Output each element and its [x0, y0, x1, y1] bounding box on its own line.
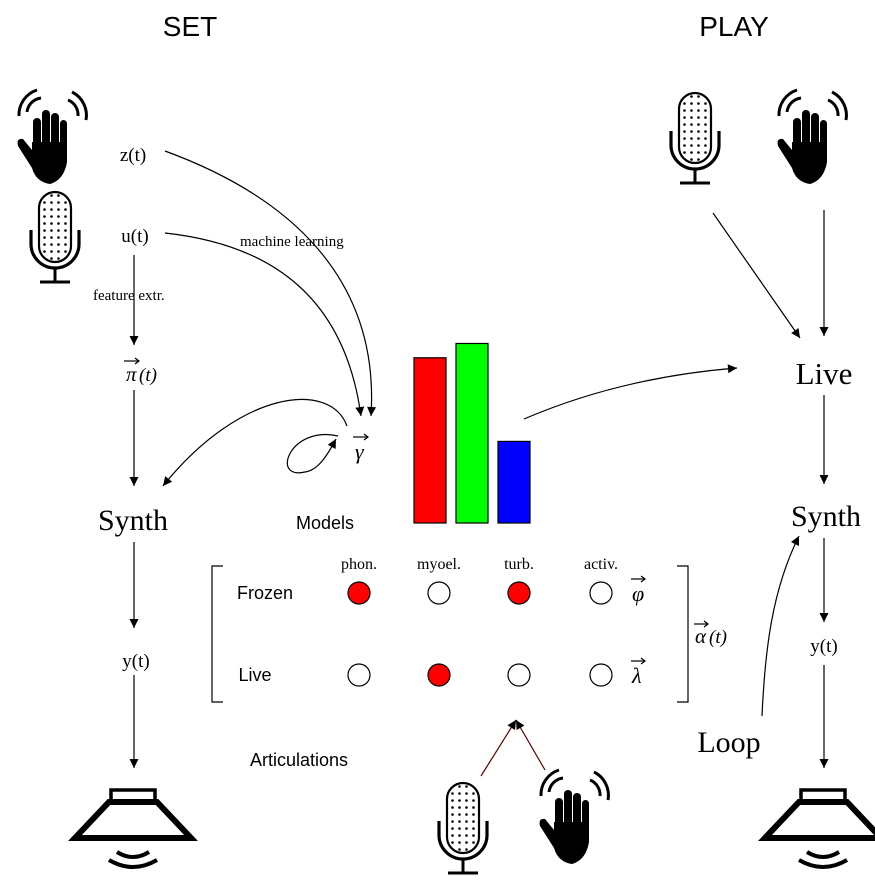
- svg-text:α: α: [695, 624, 707, 648]
- set-header: SET: [163, 11, 217, 42]
- play-flow-arrows: [712, 210, 829, 768]
- set-flow-arrows: [129, 150, 377, 768]
- machine-learning-label: machine learning: [240, 234, 344, 250]
- model-bar: [455, 342, 489, 524]
- articulation-toggle[interactable]: [507, 663, 531, 687]
- svg-text:(t): (t): [139, 365, 157, 386]
- articulation-vector-symbol: φ: [632, 581, 644, 606]
- microphone-icon: [29, 190, 81, 284]
- play-speaker-icon: [765, 790, 875, 867]
- svg-text:π: π: [126, 362, 137, 386]
- articulation-toggle[interactable]: [347, 581, 371, 605]
- play-hand-gesture-icon: [776, 88, 848, 186]
- set-y-output-label: y(t): [122, 651, 149, 672]
- articulation-toggle[interactable]: [589, 663, 613, 687]
- play-y-output-label: y(t): [810, 636, 837, 657]
- articulation-column-header: phon.: [341, 556, 377, 573]
- set-speaker-icon: [75, 790, 191, 867]
- set-synth-label: Synth: [98, 504, 168, 537]
- articulation-column-header: myoel.: [417, 556, 461, 573]
- play-synth-label: Synth: [791, 500, 861, 533]
- alpha-label: α (t): [694, 620, 727, 648]
- gamma-model-label: γ: [353, 433, 369, 464]
- articulation-toggle[interactable]: [427, 663, 451, 687]
- play-live-label: Live: [796, 356, 853, 391]
- bottom-microphone-icon: [437, 781, 489, 875]
- articulations-label: Articulations: [250, 750, 348, 770]
- matrix-left-bracket: [211, 565, 223, 703]
- articulation-toggle[interactable]: [347, 663, 371, 687]
- pi-feature-label: π (t): [124, 357, 157, 386]
- articulation-toggle[interactable]: [427, 581, 451, 605]
- model-bar-chart: [413, 342, 531, 524]
- articulation-column-header: activ.: [584, 556, 618, 573]
- svg-text:(t): (t): [709, 627, 727, 648]
- articulation-column-header: turb.: [504, 556, 534, 573]
- matrix-right-bracket: [677, 565, 689, 703]
- articulation-vector-symbol: λ: [631, 663, 642, 688]
- feature-extraction-label: feature extr.: [93, 288, 165, 304]
- loop-label: Loop: [697, 726, 760, 759]
- articulation-row-label: Live: [238, 665, 271, 685]
- articulation-toggle[interactable]: [589, 581, 613, 605]
- bars-to-live-arrow: [523, 364, 738, 420]
- models-label: Models: [296, 513, 354, 533]
- articulation-row-label: Frozen: [237, 583, 293, 603]
- input-to-matrix-arrows: [480, 719, 546, 777]
- model-bar: [413, 357, 447, 524]
- play-microphone-icon: [669, 91, 721, 185]
- model-bar: [497, 440, 531, 524]
- articulation-toggle[interactable]: [507, 581, 531, 605]
- u-signal-label: u(t): [121, 226, 148, 247]
- bottom-hand-gesture-icon: [538, 768, 610, 866]
- play-header: PLAY: [699, 11, 769, 42]
- z-signal-label: z(t): [120, 145, 146, 166]
- hand-gesture-icon: [16, 88, 88, 186]
- svg-text:γ: γ: [355, 439, 365, 464]
